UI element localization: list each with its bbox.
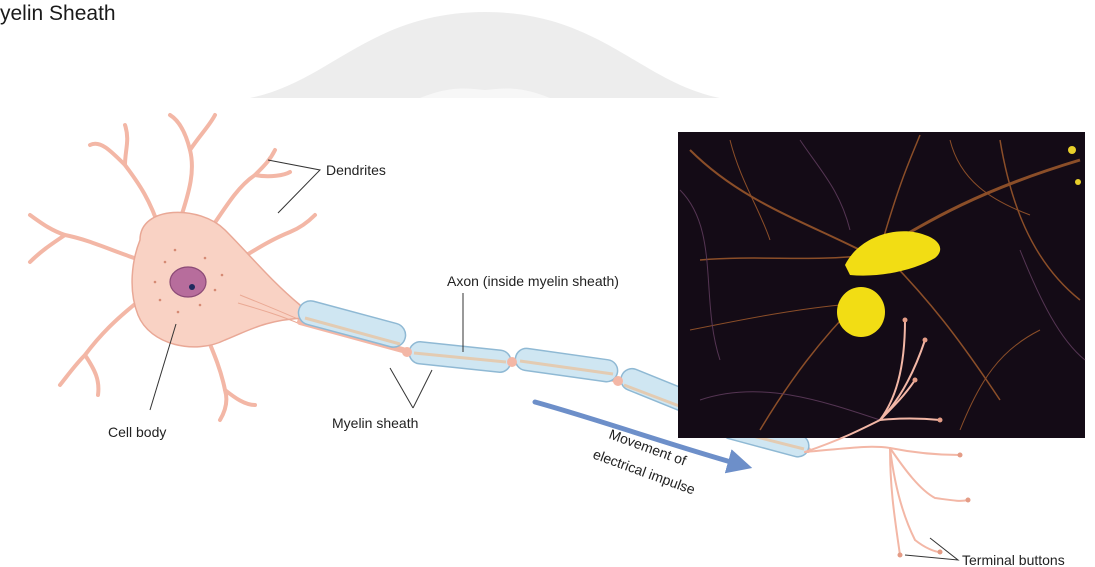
cell-body xyxy=(132,212,305,347)
nucleolus xyxy=(189,284,195,290)
label-dendrites: Dendrites xyxy=(326,162,386,178)
nucleus xyxy=(170,267,206,297)
neuron-micrograph xyxy=(678,132,1085,438)
label-cell-body: Cell body xyxy=(108,424,166,440)
label-myelin-sheath: Myelin sheath xyxy=(332,415,418,431)
label-axon: Axon (inside myelin sheath) xyxy=(447,273,619,289)
label-terminal-buttons: Terminal buttons xyxy=(962,552,1065,567)
